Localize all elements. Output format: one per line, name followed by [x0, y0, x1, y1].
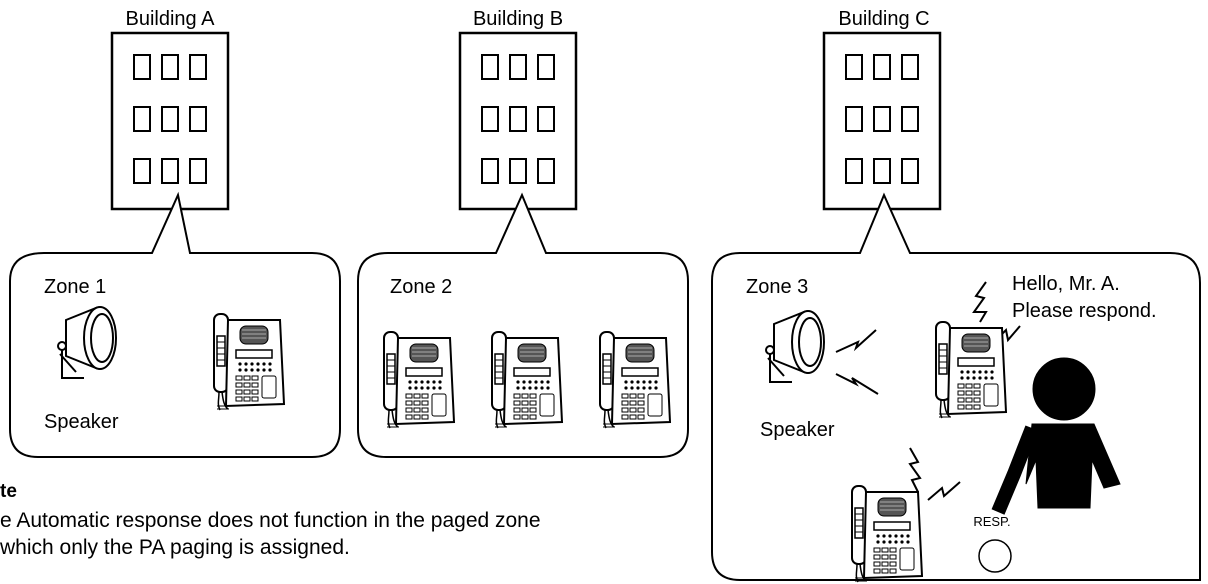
- zone-1-speaker-label: Speaker: [44, 411, 119, 433]
- building-b-label: Building B: [473, 8, 563, 30]
- note-line-2: which only the PA paging is assigned.: [0, 536, 350, 559]
- building-b: Building B: [458, 8, 578, 211]
- building-icon: [458, 31, 578, 211]
- zone-1-label: Zone 1: [44, 276, 106, 298]
- person-icon: [991, 357, 1121, 515]
- speech-line-1: Hello, Mr. A.: [1012, 273, 1120, 295]
- zone-3-label: Zone 3: [746, 276, 808, 298]
- note-line-1: e Automatic response does not function i…: [0, 509, 541, 532]
- building-a: Building A: [110, 8, 230, 211]
- resp-button-icon[interactable]: [978, 539, 1012, 573]
- building-icon: [822, 31, 942, 211]
- building-c-label: Building C: [838, 8, 929, 30]
- building-icon: [110, 31, 230, 211]
- speech-line-2: Please respond.: [1012, 300, 1157, 322]
- zone-3-speaker-label: Speaker: [760, 419, 835, 441]
- building-c: Building C: [822, 8, 942, 211]
- resp-label: RESP.: [973, 514, 1010, 529]
- zone-2-label: Zone 2: [390, 276, 452, 298]
- building-a-label: Building A: [126, 8, 216, 30]
- note-title: te: [0, 481, 17, 502]
- note-body: e Automatic response does not function i…: [0, 507, 620, 561]
